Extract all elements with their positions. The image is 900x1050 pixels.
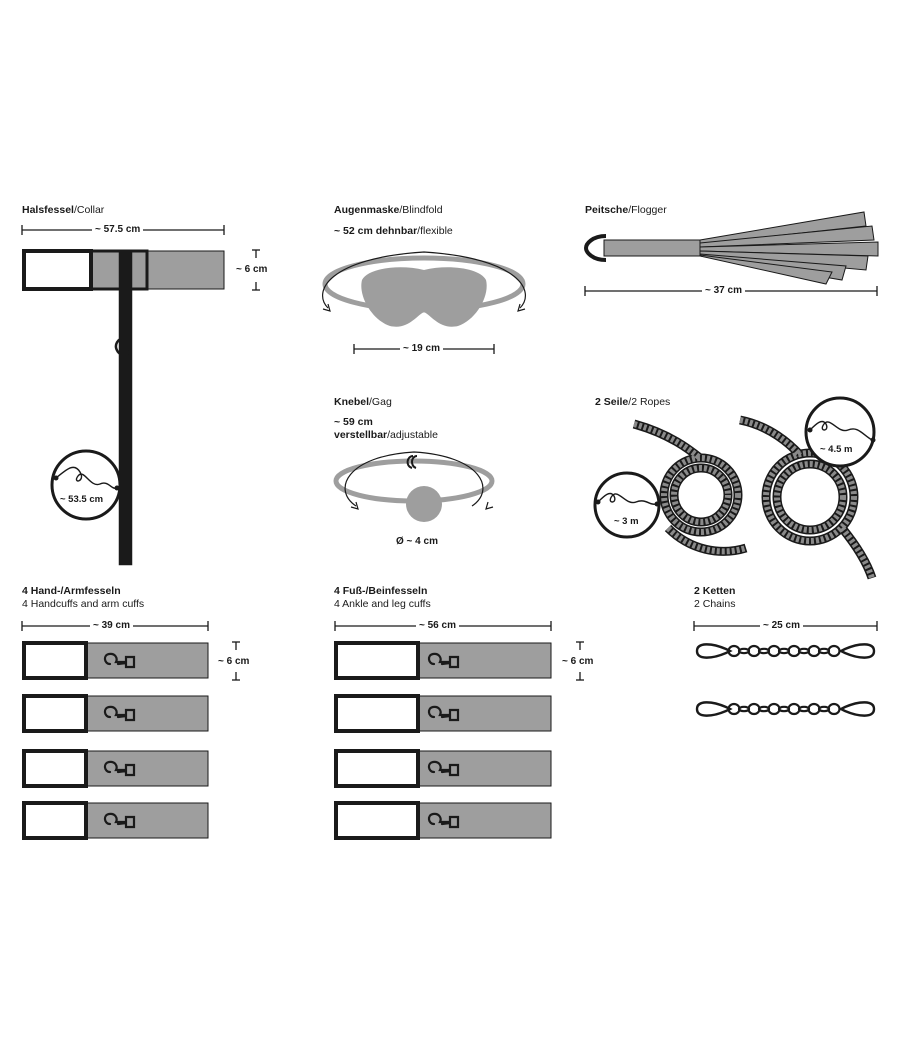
gag-strap-size: ~ 59 cm <box>334 416 373 429</box>
gag-illustration <box>333 451 495 522</box>
blindfold-width: ~ 19 cm <box>400 343 443 355</box>
chain-link <box>747 702 761 716</box>
flogger-title: Peitsche/Flogger <box>585 204 667 217</box>
gag-ball-size: Ø ~ 4 cm <box>396 536 438 547</box>
anklecuffs-subtitle: 4 Ankle and leg cuffs <box>334 598 431 610</box>
collar-title-de: Halsfessel <box>22 204 74 216</box>
chains-title: 2 Ketten <box>694 585 735 598</box>
gag-adjust-en: /adjustable <box>387 429 438 441</box>
blindfold-title-en: /Blindfold <box>399 204 443 216</box>
flogger-illustration <box>583 211 879 296</box>
ropes-title-en: /2 Ropes <box>628 396 671 408</box>
anklecuffs-width: ~ 56 cm <box>416 620 459 632</box>
ropes-title: 2 Seile/2 Ropes <box>595 396 670 409</box>
blindfold-title-de: Augenmaske <box>334 204 400 216</box>
handcuff-1 <box>22 641 209 680</box>
handcuff-3 <box>22 749 209 788</box>
anklecuff-3 <box>334 749 552 788</box>
handcuffs-illustration <box>21 621 240 840</box>
collar-title: Halsfessel/Collar <box>22 204 104 217</box>
rope-a-length: ~ 3 m <box>614 516 639 527</box>
chain-link <box>767 644 781 658</box>
chain-link <box>787 702 801 716</box>
rope-b-length: ~ 4.5 m <box>820 444 853 455</box>
carabiner-left <box>695 701 733 717</box>
collar-width: ~ 57.5 cm <box>92 224 144 236</box>
gag-adjust-de: verstellbar <box>334 429 388 441</box>
chain-link <box>747 644 761 658</box>
blindfold-illustration <box>322 251 526 354</box>
blindfold-strap: ~ 52 cm dehnbar/flexible <box>334 225 453 238</box>
collar-height: ~ 6 cm <box>236 264 268 275</box>
chains-length: ~ 25 cm <box>760 620 803 632</box>
handcuffs-title-de: 4 Hand-/Armfesseln <box>22 585 121 597</box>
chain-1 <box>695 643 876 659</box>
flogger-title-en: /Flogger <box>628 204 667 216</box>
anklecuffs-height: ~ 6 cm <box>562 656 594 667</box>
handcuffs-title: 4 Hand-/Armfesseln <box>22 585 121 598</box>
anklecuffs-title-de: 4 Fuß-/Beinfesseln <box>334 585 428 597</box>
carabiner-left <box>695 643 733 659</box>
chain-link <box>787 644 801 658</box>
blindfold-title: Augenmaske/Blindfold <box>334 204 443 217</box>
collar-leash-length: ~ 53.5 cm <box>60 494 104 505</box>
chain-link <box>807 644 821 658</box>
collar-illustration <box>21 225 260 566</box>
chain-2 <box>695 701 876 717</box>
chain-link <box>767 702 781 716</box>
handcuff-2 <box>22 694 209 733</box>
chain-link <box>807 702 821 716</box>
gag-title-en: /Gag <box>369 396 392 408</box>
ropes-illustration <box>593 396 877 580</box>
handcuffs-height: ~ 6 cm <box>218 656 250 667</box>
carabiner-right <box>838 643 876 659</box>
chain-link <box>827 644 841 658</box>
anklecuff-2 <box>334 694 552 733</box>
chains-illustration <box>693 621 878 717</box>
anklecuff-1 <box>334 641 552 680</box>
chains-subtitle: 2 Chains <box>694 598 736 610</box>
gag-title: Knebel/Gag <box>334 396 392 409</box>
anklecuffs-illustration <box>334 621 584 840</box>
flogger-length: ~ 37 cm <box>702 285 745 297</box>
ropes-title-de: 2 Seile <box>595 396 629 408</box>
handcuff-4 <box>22 801 209 840</box>
anklecuff-4 <box>334 801 552 840</box>
chain-link <box>827 702 841 716</box>
collar-title-en: /Collar <box>73 204 105 216</box>
blindfold-strap-size: ~ 52 cm dehnbar <box>334 225 418 237</box>
gag-title-de: Knebel <box>334 396 370 408</box>
gag-adjust: verstellbar/adjustable <box>334 429 438 442</box>
handcuffs-subtitle: 4 Handcuffs and arm cuffs <box>22 598 145 610</box>
blindfold-strap-note: /flexible <box>417 225 453 237</box>
anklecuffs-title: 4 Fuß-/Beinfesseln <box>334 585 427 598</box>
chains-title-de: 2 Ketten <box>694 585 736 597</box>
flogger-title-de: Peitsche <box>585 204 629 216</box>
handcuffs-width: ~ 39 cm <box>90 620 133 632</box>
gag-strap-size-value: ~ 59 cm <box>334 416 373 428</box>
carabiner-right <box>838 701 876 717</box>
